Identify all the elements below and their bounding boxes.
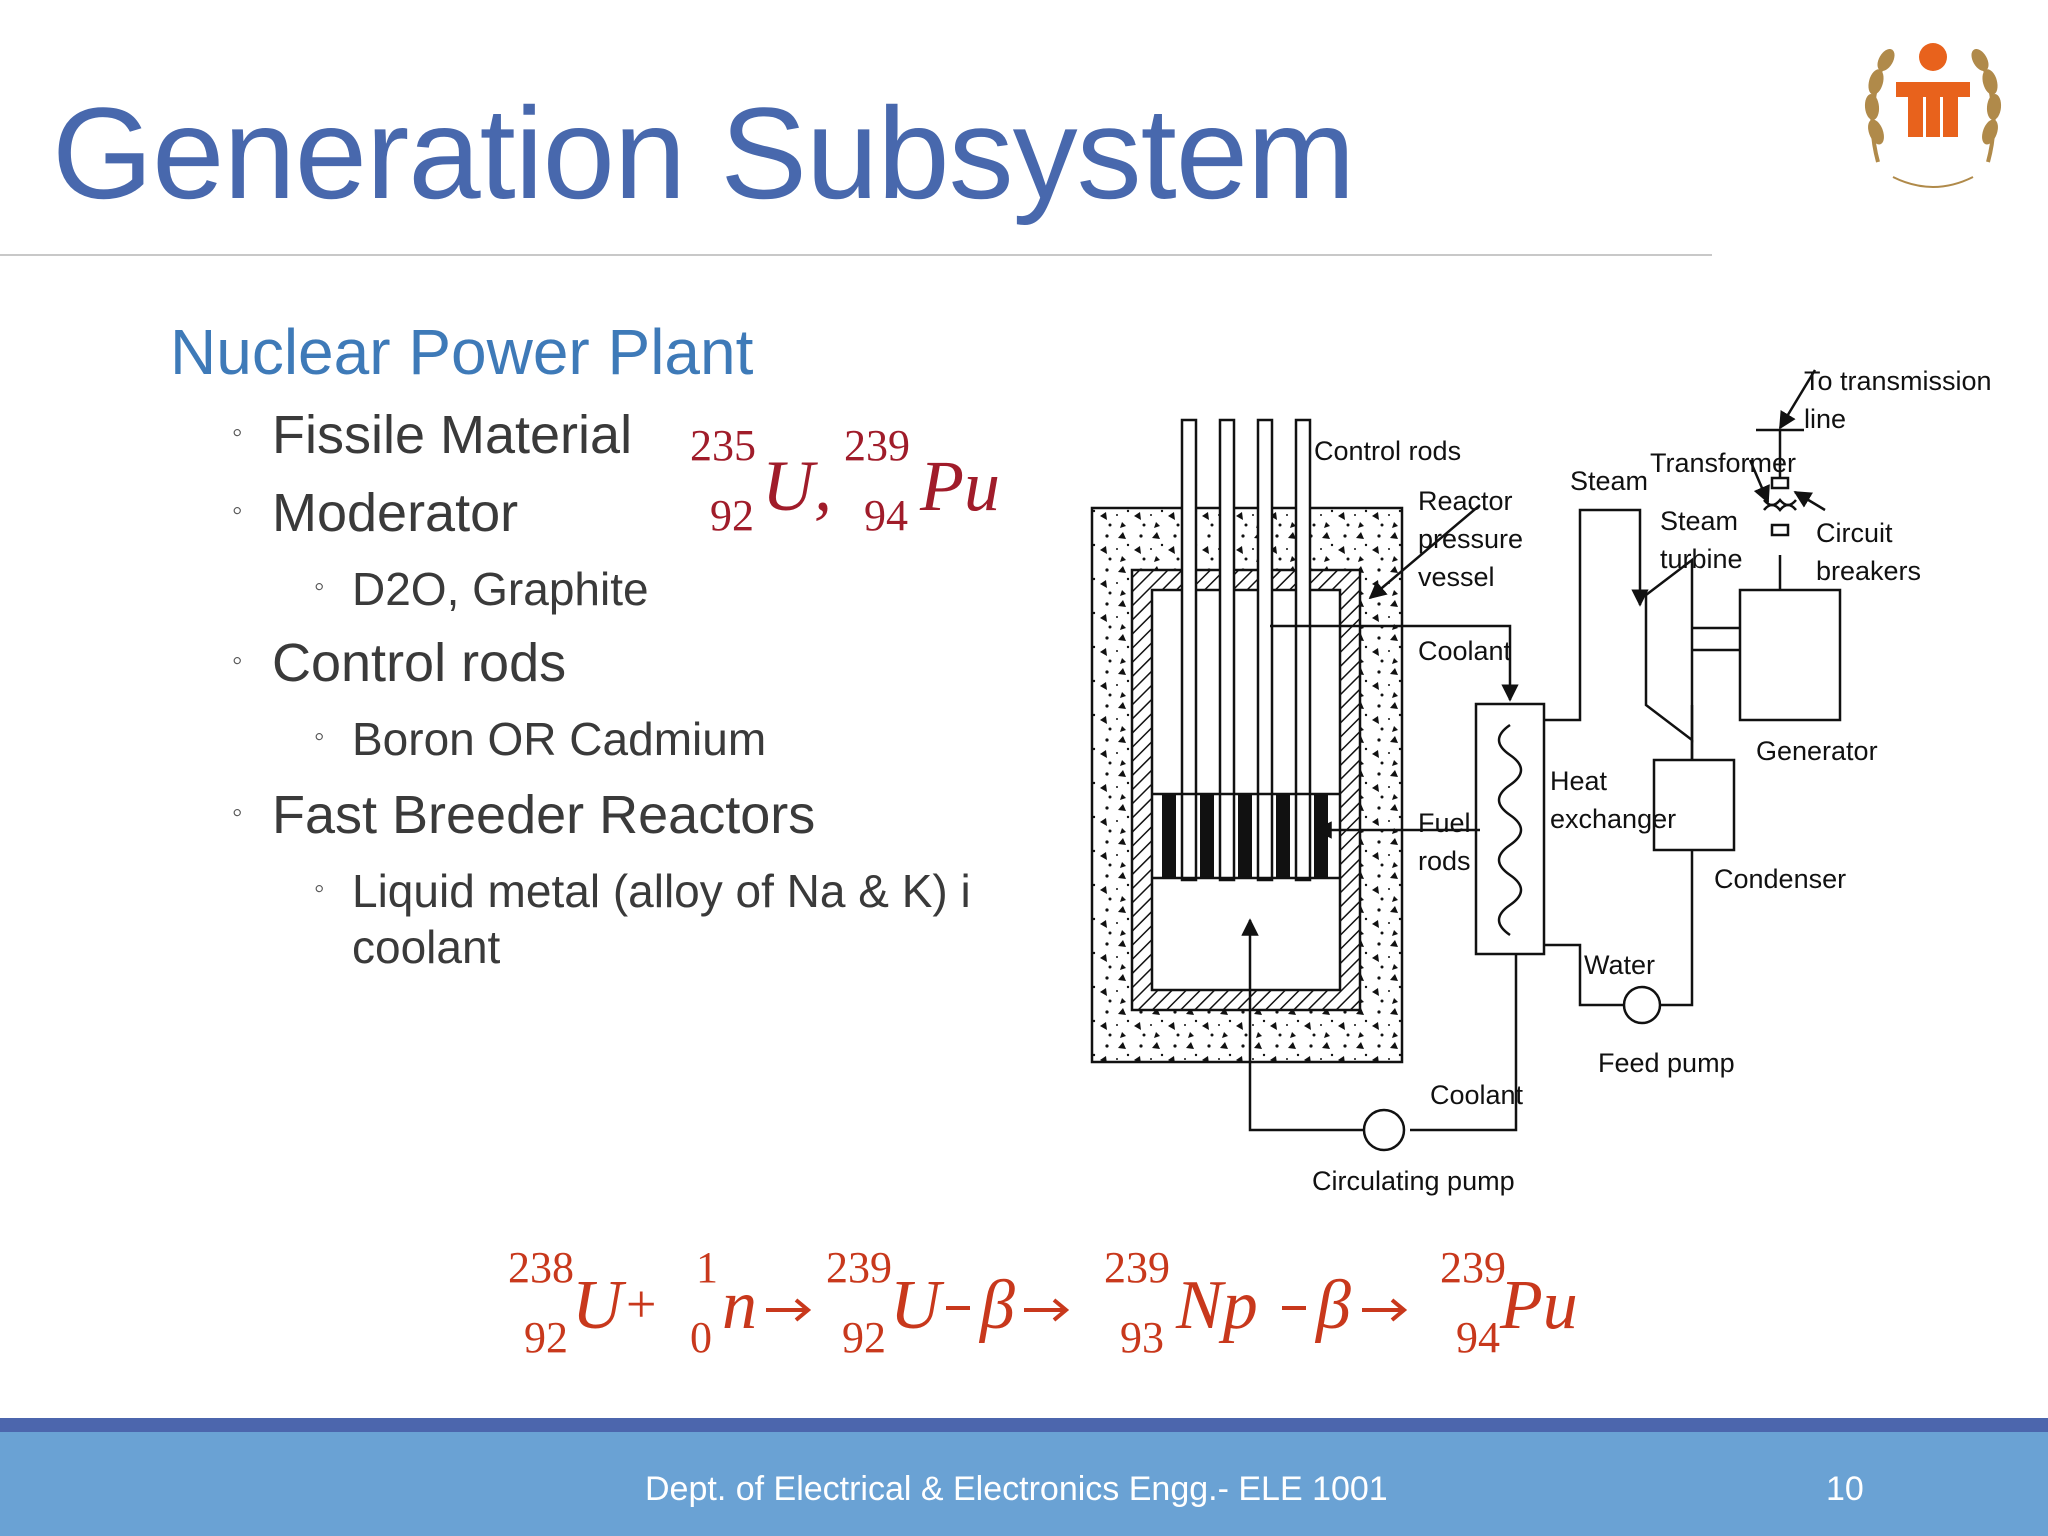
label-fuel-rods: rods: [1418, 846, 1471, 876]
nuclear-power-plant-diagram: Control rods Reactor pressure vessel Coo…: [1090, 366, 1992, 1196]
svg-text:0: 0: [690, 1313, 712, 1362]
arrow-2: [1024, 1298, 1070, 1322]
label-steam: Steam: [1570, 466, 1648, 496]
bullet-marker: ◦: [314, 719, 325, 753]
sub-bullet-fast-breeder: ◦ Liquid metal (alloy of Na & K) i coola…: [314, 865, 971, 973]
feed-pump: [1622, 985, 1662, 1025]
slide-title: Generation Subsystem: [52, 80, 1355, 226]
bullet-marker: ◦: [232, 643, 243, 677]
svg-text:U: U: [890, 1267, 945, 1344]
label-breakers: breakers: [1816, 556, 1921, 586]
label-heat: Heat: [1550, 766, 1608, 796]
svg-text:239: 239: [826, 1243, 892, 1292]
control-rod: [1180, 418, 1198, 882]
label-condenser: Condenser: [1714, 864, 1846, 894]
footer: [0, 1432, 2048, 1536]
pu239-atomic-number: 94: [864, 491, 908, 540]
label-coolant-top: Coolant: [1418, 636, 1512, 666]
bullet-moderator: ◦ Moderator: [232, 483, 519, 543]
svg-text:1: 1: [696, 1243, 718, 1292]
steam-turbine: [1644, 557, 1694, 743]
control-rod: [1218, 418, 1236, 882]
footer-accent-bar: [0, 1418, 2048, 1432]
heat-exchanger: [1474, 702, 1546, 956]
label-turbine: turbine: [1660, 544, 1743, 574]
label-steam-turbine: Steam: [1660, 506, 1738, 536]
control-rod: [1256, 418, 1274, 882]
svg-text:β: β: [1314, 1267, 1351, 1344]
control-rod: [1294, 418, 1312, 882]
u235-atomic-number: 92: [710, 491, 754, 540]
label-coolant-bottom: Coolant: [1430, 1080, 1524, 1110]
label-water: Water: [1584, 950, 1655, 980]
generator: [1738, 588, 1842, 722]
label-transformer: Transformer: [1650, 448, 1796, 478]
sub-bullet-control-rods: ◦ Boron OR Cadmium: [314, 713, 767, 765]
bullet-fissile-material: ◦ Fissile Material: [232, 405, 633, 465]
label-to-transmission: To transmission: [1804, 366, 1992, 396]
label-pressure: pressure: [1418, 524, 1523, 554]
svg-text:94: 94: [1456, 1313, 1500, 1362]
pu239-symbol: Pu: [919, 446, 1000, 526]
bullet-marker: ◦: [232, 415, 243, 449]
label-feed-pump: Feed pump: [1598, 1048, 1735, 1078]
circulating-pump: [1362, 1108, 1406, 1152]
title-divider: [0, 254, 1712, 256]
bullet-control-rods: ◦ Control rods: [232, 633, 567, 693]
svg-text:U: U: [572, 1267, 627, 1344]
label-circulating-pump: Circulating pump: [1312, 1166, 1515, 1196]
fissile-isotopes-formula: 235 92 U, 239 94 Pu: [690, 421, 1000, 540]
label-reactor: Reactor: [1418, 486, 1513, 516]
svg-text:Np: Np: [1175, 1267, 1258, 1344]
arrow-3: [1362, 1298, 1408, 1322]
u235-mass-number: 235: [690, 421, 756, 470]
svg-text:93: 93: [1120, 1313, 1164, 1362]
label-generator: Generator: [1756, 736, 1878, 766]
svg-text:238: 238: [508, 1243, 574, 1292]
svg-text:β: β: [978, 1267, 1015, 1344]
svg-text:239: 239: [1104, 1243, 1170, 1292]
label-exchanger: exchanger: [1550, 804, 1676, 834]
bullet-marker: ◦: [232, 493, 243, 527]
section-heading: Nuclear Power Plant: [170, 316, 754, 388]
svg-text:n: n: [722, 1267, 757, 1344]
bullet-marker: ◦: [314, 569, 325, 603]
u235-symbol: U,: [762, 446, 832, 526]
pu239-mass-number: 239: [844, 421, 910, 470]
bullet-marker: ◦: [232, 795, 243, 829]
svg-text:Pu: Pu: [1499, 1267, 1578, 1344]
svg-text:239: 239: [1440, 1243, 1506, 1292]
condenser: [1652, 758, 1736, 852]
sub-bullet-moderator: ◦ D2O, Graphite: [314, 563, 649, 615]
label-vessel: vessel: [1418, 562, 1495, 592]
page-number: 10: [1826, 1470, 1864, 1508]
svg-text:92: 92: [842, 1313, 886, 1362]
bullet-fast-breeder: ◦ Fast Breeder Reactors: [232, 785, 816, 845]
institution-logo: [1864, 43, 2002, 188]
footer-text: Dept. of Electrical & Electronics Engg.-…: [645, 1470, 1388, 1508]
label-circuit: Circuit: [1816, 518, 1893, 548]
label-control-rods: Control rods: [1314, 436, 1461, 466]
label-fuel: Fuel: [1418, 808, 1471, 838]
breeding-reaction-formula: 238 92 U + 1 0 n 239 92 U β 239 93 Np β …: [508, 1243, 1578, 1362]
fuel-rods: [1162, 794, 1328, 878]
label-line: line: [1804, 404, 1846, 434]
svg-text:+: +: [626, 1274, 656, 1334]
svg-text:92: 92: [524, 1313, 568, 1362]
bullet-marker: ◦: [314, 871, 325, 905]
arrow-1: [766, 1298, 812, 1322]
